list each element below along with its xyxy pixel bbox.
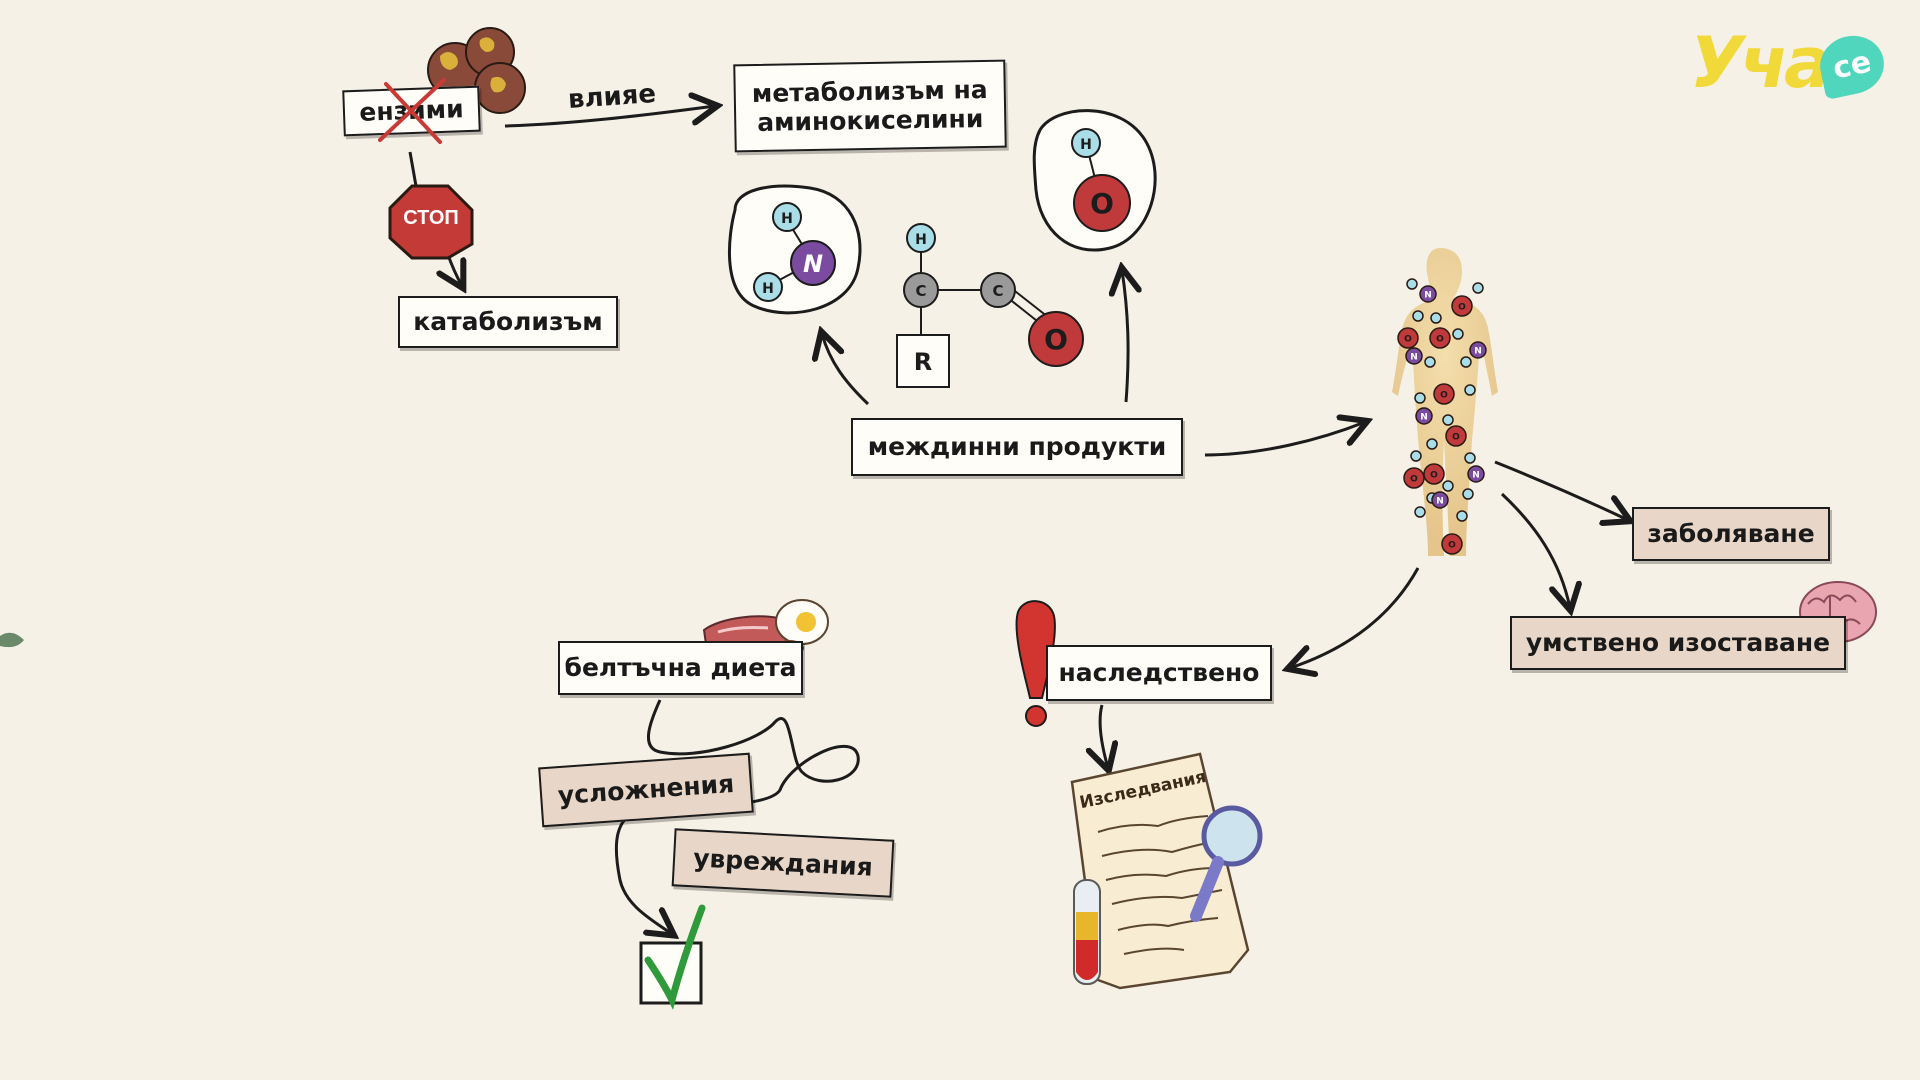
hereditary-label: наследствено bbox=[1046, 645, 1272, 701]
intermediates-text: междинни продукти bbox=[867, 432, 1167, 462]
body-atom-h-15 bbox=[1464, 384, 1476, 396]
body-atom-n-10 bbox=[1405, 347, 1423, 365]
cross-out-icon bbox=[378, 78, 446, 144]
body-atom-label-16: N bbox=[1420, 413, 1428, 423]
disease-text: заболяване bbox=[1647, 519, 1815, 549]
body-atom-label-13: O bbox=[1440, 391, 1448, 401]
amino-c-atom-1: C bbox=[915, 282, 926, 300]
body-atom-o-31 bbox=[1441, 533, 1463, 555]
body-atom-label-9: N bbox=[1474, 347, 1482, 357]
intermediates-label: междинни продукти bbox=[851, 418, 1183, 476]
catabolism-text: катаболизъм bbox=[413, 307, 603, 337]
amino-c-atom-2: C bbox=[992, 282, 1003, 300]
hydroxyl-molecule: O H bbox=[1032, 109, 1157, 252]
checkbox-checked-icon bbox=[639, 904, 706, 1010]
amino-o-atom: O bbox=[1044, 323, 1068, 356]
body-atom-h-25 bbox=[1442, 480, 1454, 492]
ammonia-molecule: N H H bbox=[728, 184, 862, 315]
amino-h-atom: H bbox=[915, 232, 927, 248]
body-atom-n-16 bbox=[1415, 407, 1433, 425]
amino-metabolism-label: метаболизъм на аминокиселини bbox=[733, 59, 1007, 153]
body-atom-label-28: N bbox=[1436, 497, 1444, 507]
hydroxyl-o-atom: O bbox=[1090, 187, 1114, 220]
mental-retardation-label: умствено изоставане bbox=[1510, 616, 1846, 670]
body-atom-o-6 bbox=[1397, 327, 1419, 349]
arrow-body-to-disease bbox=[1494, 460, 1628, 520]
body-atom-h-11 bbox=[1424, 356, 1436, 368]
body-atom-label-7: O bbox=[1436, 335, 1444, 345]
body-atom-o-22 bbox=[1423, 463, 1445, 485]
body-atom-o-2 bbox=[1451, 295, 1473, 317]
body-atom-h-5 bbox=[1430, 312, 1442, 324]
influences-label: влияе bbox=[567, 78, 657, 116]
amino-acid-structure: H C C O R bbox=[896, 223, 1084, 388]
arrow-hereditary-to-research bbox=[1100, 704, 1108, 768]
complications-text: усложнения bbox=[556, 769, 736, 811]
body-atom-label-18: O bbox=[1452, 433, 1460, 443]
body-atom-h-27 bbox=[1462, 488, 1474, 500]
body-atom-h-20 bbox=[1410, 450, 1422, 462]
body-atom-label-6: O bbox=[1404, 335, 1412, 345]
line-enzymes-to-stop bbox=[408, 151, 418, 187]
body-atom-h-17 bbox=[1442, 414, 1454, 426]
arrow-body-to-hereditary bbox=[1290, 567, 1420, 668]
body-atom-label-22: O bbox=[1430, 471, 1438, 481]
hydroxyl-h-atom: H bbox=[1080, 137, 1092, 153]
body-atom-h-19 bbox=[1426, 438, 1438, 450]
arrow-intermediates-to-body bbox=[1204, 422, 1365, 457]
left-edge-fragment bbox=[0, 632, 24, 648]
body-atom-label-23: N bbox=[1472, 471, 1480, 481]
stop-text: СТОП bbox=[403, 207, 459, 229]
body-atom-h-14 bbox=[1414, 392, 1426, 404]
disease-label: заболяване bbox=[1632, 507, 1830, 561]
body-atom-h-29 bbox=[1414, 506, 1426, 518]
research-document-icon: Изследвания bbox=[1070, 752, 1263, 990]
body-atom-h-0 bbox=[1406, 278, 1418, 290]
body-atom-h-12 bbox=[1460, 356, 1472, 368]
body-atom-label-31: O bbox=[1448, 541, 1456, 551]
amino-metabolism-text: метаболизъм на аминокиселини bbox=[751, 74, 988, 137]
body-atom-o-7 bbox=[1429, 327, 1451, 349]
arrow-enzymes-to-metabolism bbox=[504, 106, 715, 128]
body-atom-h-21 bbox=[1464, 452, 1476, 464]
protein-diet-label: белтъчна диета bbox=[558, 641, 803, 695]
body-atom-o-13 bbox=[1433, 383, 1455, 405]
body-atom-o-24 bbox=[1403, 467, 1425, 489]
winding-path-arrow bbox=[614, 699, 860, 934]
body-atom-label-1: N bbox=[1424, 291, 1432, 301]
body-atom-label-10: N bbox=[1410, 353, 1418, 363]
body-atom-label-2: O bbox=[1458, 303, 1466, 313]
body-atom-n-1 bbox=[1419, 285, 1437, 303]
arrow-intermediates-to-ammonia bbox=[822, 334, 870, 406]
brand-logo[interactable]: Уча bbox=[1690, 22, 1831, 104]
ammonia-h-atom-2: H bbox=[762, 281, 774, 297]
body-atom-n-28 bbox=[1431, 491, 1449, 509]
damage-text: увреждания bbox=[692, 843, 874, 882]
mental-retardation-text: умствено изоставане bbox=[1525, 628, 1831, 658]
body-atom-o-18 bbox=[1445, 425, 1467, 447]
body-atom-label-24: O bbox=[1410, 475, 1418, 485]
catabolism-label: катаболизъм bbox=[398, 296, 618, 348]
body-atom-n-23 bbox=[1467, 465, 1485, 483]
arrow-intermediates-to-hydroxyl bbox=[1122, 270, 1128, 403]
body-atom-n-9 bbox=[1469, 341, 1487, 359]
body-atom-h-3 bbox=[1472, 282, 1484, 294]
ammonia-h-atom-1: H bbox=[781, 211, 793, 227]
arrow-body-to-retardation bbox=[1500, 492, 1570, 608]
hereditary-text: наследствено bbox=[1058, 658, 1260, 688]
body-atom-h-4 bbox=[1412, 310, 1424, 322]
body-atom-h-30 bbox=[1456, 510, 1468, 522]
amino-r-group: R bbox=[914, 348, 932, 376]
body-atom-h-8 bbox=[1452, 328, 1464, 340]
damage-label: увреждания bbox=[671, 828, 895, 898]
stop-sign-icon: СТОП bbox=[388, 184, 474, 260]
ammonia-n-atom: N bbox=[803, 250, 823, 278]
protein-diet-text: белтъчна диета bbox=[564, 653, 797, 683]
